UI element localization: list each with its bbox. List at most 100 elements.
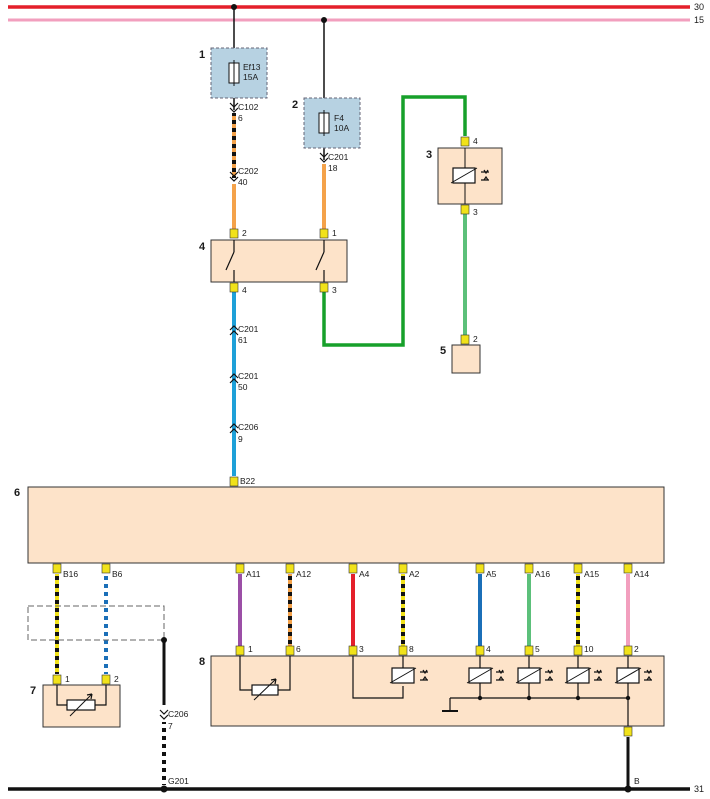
svg-text:3: 3 [332, 285, 337, 295]
wire-a4-red [351, 574, 355, 646]
unit-8-variable-resistor [239, 656, 291, 701]
fuse-f4: F4 10A [303, 97, 361, 149]
sensor-7-pin-1: 1 [52, 674, 70, 685]
svg-text:4: 4 [242, 285, 247, 295]
svg-text:5: 5 [535, 644, 540, 654]
fuse-ef13: Ef13 15A [210, 47, 268, 99]
svg-text:C201: C201 [328, 152, 349, 162]
ecu-pin-a2: A2 [398, 563, 420, 579]
svg-text:B6: B6 [112, 569, 123, 579]
component-number-5: 5 [440, 345, 446, 357]
unit-8-pin-6: 6 [285, 644, 301, 656]
svg-text:B16: B16 [63, 569, 78, 579]
connector-c206-7: C206 7 [159, 709, 189, 731]
unit-8-coil-10 [564, 656, 602, 698]
svg-text:1: 1 [248, 644, 253, 654]
ecu-pin-a12: A12 [285, 563, 311, 579]
shield-box [27, 605, 165, 641]
connector-c201-f4: C201 18 [319, 152, 349, 173]
fuse-f4-name: F4 [334, 113, 344, 123]
relay-3-pin-bottom: 3 [460, 204, 478, 217]
relay-3-pin-top: 4 [460, 136, 478, 147]
wire-a5-blue [478, 574, 482, 646]
svg-text:8: 8 [409, 644, 414, 654]
svg-text:B22: B22 [240, 476, 255, 486]
unit-8-coil-4 [466, 656, 504, 698]
unit-8-pin-1: 1 [235, 644, 253, 656]
relay-3 [437, 147, 503, 205]
component-number-7: 7 [30, 685, 36, 697]
component-number-2: 2 [292, 99, 298, 111]
fuse-f4-rating: 10A [334, 123, 349, 133]
unit-8-pin-5: 5 [524, 644, 540, 656]
svg-text:A4: A4 [359, 569, 370, 579]
svg-text:7: 7 [168, 721, 173, 731]
switch-4 [210, 239, 348, 283]
rail-31-label: 31 [694, 784, 704, 794]
component-number-6: 6 [14, 487, 20, 499]
svg-text:50: 50 [238, 382, 248, 392]
wire-shield-ground [160, 637, 168, 793]
svg-text:A15: A15 [584, 569, 599, 579]
wire-ef13-sw4-orange [232, 184, 236, 229]
rail-15-label: 15 [694, 15, 704, 25]
wire-a2-striped [401, 574, 405, 646]
svg-text:40: 40 [238, 177, 248, 187]
unit-8-coil-5 [515, 656, 553, 698]
svg-text:2: 2 [242, 228, 247, 238]
ecu-pin-a16: A16 [524, 563, 550, 579]
unit-8-coil-2 [614, 656, 652, 698]
svg-text:C102: C102 [238, 102, 259, 112]
svg-text:3: 3 [473, 207, 478, 217]
unit-8-pin-10: 10 [573, 644, 594, 656]
svg-text:2: 2 [473, 334, 478, 344]
svg-text:A14: A14 [634, 569, 649, 579]
wire-a11-purple [238, 574, 242, 646]
connector-c206-9: C206 9 [229, 422, 259, 444]
svg-text:61: 61 [238, 335, 248, 345]
svg-text:2: 2 [634, 644, 639, 654]
ecu-pin-b22: B22 [229, 476, 255, 487]
unit-8-coil-a [352, 656, 428, 699]
control-unit-6 [27, 486, 665, 564]
svg-text:A11: A11 [246, 569, 261, 579]
switch-4-pin-1: 1 [319, 228, 337, 239]
unit-8-pin-3: 3 [348, 644, 364, 656]
wire-b16-striped [55, 574, 59, 674]
sensor-7-pin-2: 2 [101, 674, 119, 685]
ground-g201-label: G201 [168, 776, 189, 786]
unit-8-pin-8: 8 [398, 644, 414, 656]
wire-rail30-ef13 [231, 4, 237, 48]
svg-text:C201: C201 [238, 371, 259, 381]
svg-text:4: 4 [486, 644, 491, 654]
connector-c201-61: C201 61 [229, 324, 259, 345]
wire-sw4-relay3-green [322, 95, 467, 347]
svg-text:6: 6 [238, 113, 243, 123]
unit-8 [210, 655, 665, 727]
svg-text:C202: C202 [238, 166, 259, 176]
wire-rail15-f4 [321, 17, 327, 98]
svg-text:18: 18 [328, 163, 338, 173]
wire-a16-green [527, 574, 531, 646]
svg-text:C206: C206 [168, 709, 189, 719]
rail-30-label: 30 [694, 2, 704, 12]
svg-text:3: 3 [359, 644, 364, 654]
component-number-8: 8 [199, 656, 205, 668]
wire-ef13-sw4-striped [232, 113, 236, 178]
ecu-pin-a5: A5 [475, 563, 497, 579]
connector-c102: C102 6 [229, 102, 259, 123]
device-5-pin-2: 2 [460, 334, 478, 345]
ecu-pin-a14: A14 [623, 563, 649, 579]
switch-4-pin-3: 3 [319, 282, 337, 295]
svg-text:1: 1 [332, 228, 337, 238]
unit-8-pin-4: 4 [475, 644, 491, 656]
svg-text:9: 9 [238, 434, 243, 444]
ecu-pin-b6: B6 [101, 563, 123, 579]
wire-sw4-ecu-blue [232, 292, 236, 476]
svg-text:1: 1 [65, 674, 70, 684]
svg-text:C201: C201 [238, 324, 259, 334]
unit-8-ground-wire [623, 726, 633, 793]
ground-b-label: B [634, 776, 640, 786]
connector-c201-50: C201 50 [229, 371, 259, 392]
